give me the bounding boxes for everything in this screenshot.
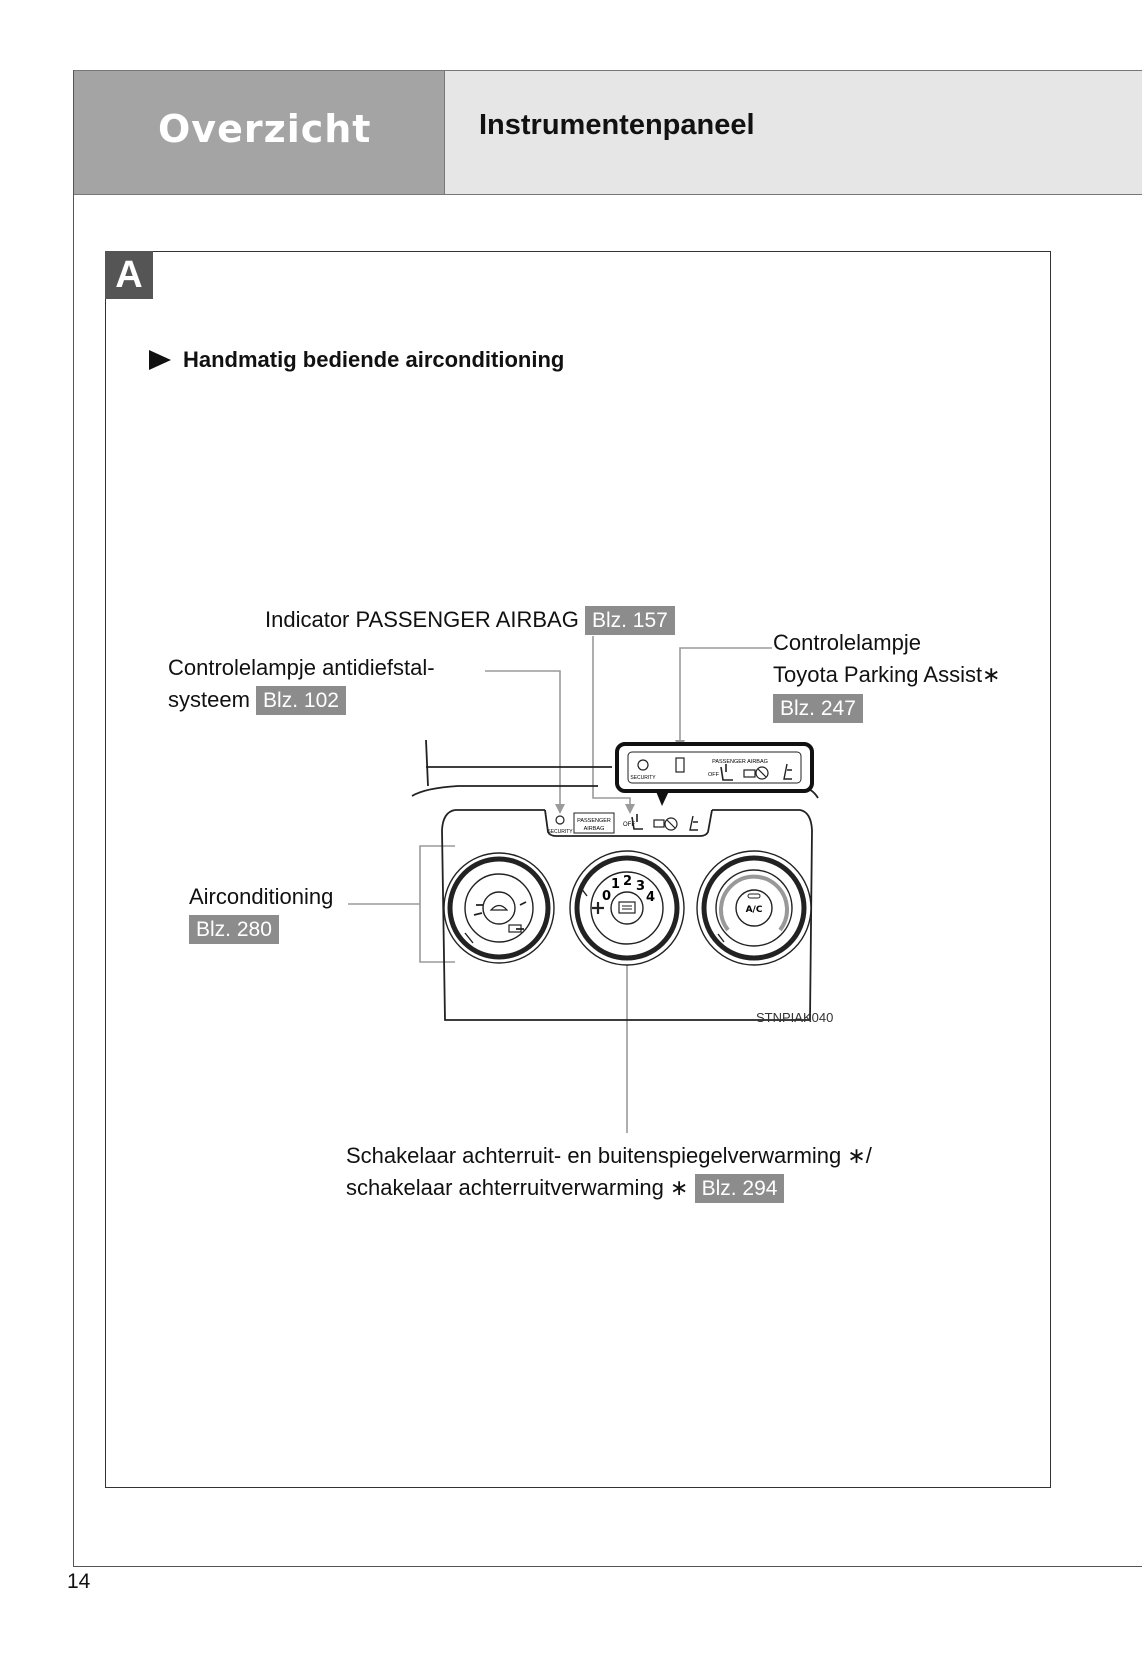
temperature-knob: A/C — [696, 850, 812, 966]
fan-speed-1: 1 — [611, 877, 620, 892]
temperature-scale-arc — [719, 874, 789, 932]
callout-security: Controlelampje antidiefstal- systeem Blz… — [168, 652, 435, 716]
callout-parking: Controlelampje Toyota Parking Assist∗ Bl… — [773, 627, 1001, 724]
airbag-indicator-box — [573, 812, 615, 834]
fan-speed-4: 4 — [646, 890, 655, 905]
airflow-mode-icons — [473, 901, 527, 930]
callout-parking-ref-row: Blz. 247 — [773, 692, 1001, 724]
airbag-small-label: AIRBAG — [584, 826, 605, 832]
page-ref-security[interactable]: Blz. 102 — [256, 686, 346, 715]
defrost-icon — [508, 924, 522, 933]
recirculation-icon — [489, 904, 509, 911]
callout-defogger: Schakelaar achterruit- en buitenspiegelv… — [346, 1140, 872, 1204]
callout-airbag-text: Indicator PASSENGER AIRBAG — [265, 607, 579, 632]
callout-parking-line1: Controlelampje — [773, 630, 921, 655]
callout-security-line2: systeem — [168, 687, 250, 712]
security-zoom-label: SECURITY — [630, 775, 656, 781]
off-small-label: OFF — [623, 822, 635, 828]
callout-security-line2-row: systeem Blz. 102 — [168, 684, 435, 716]
page-ref-parking[interactable]: Blz. 247 — [773, 694, 863, 723]
fan-speed-2: 2 — [623, 874, 632, 889]
section-title: Overzicht — [158, 107, 372, 151]
parking-off-zoom-icon — [755, 766, 769, 780]
security-indicator-zoom-icon — [637, 759, 649, 771]
header-divider — [444, 70, 445, 195]
lower-indicator-strip: SECURITY PASSENGER AIRBAG OFF — [547, 812, 698, 835]
callout-airbag: Indicator PASSENGER AIRBAG Blz. 157 — [265, 604, 675, 636]
rear-defogger-button-icon — [618, 901, 636, 914]
sensor-zoom-icon — [743, 769, 756, 778]
ac-button — [735, 889, 773, 927]
page-header: Instrumentenpaneel — [445, 70, 1142, 195]
fan-icon — [592, 902, 604, 914]
seatbelt-icon — [689, 815, 698, 831]
security-small-label: SECURITY — [547, 829, 573, 835]
page-ref-defogger[interactable]: Blz. 294 — [694, 1174, 785, 1203]
page-title: Instrumentenpaneel — [479, 109, 755, 141]
parking-assist-off-icon — [664, 817, 678, 831]
ac-label: A/C — [746, 905, 763, 915]
section-header: Overzicht — [74, 70, 444, 195]
callout-aircon-ref-row: Blz. 280 — [189, 913, 333, 945]
callout-defogger-line2: schakelaar achterruitverwarming ∗ — [346, 1175, 689, 1200]
panel-badge: A — [105, 251, 153, 299]
security-indicator-icon — [555, 815, 565, 825]
page-number: 14 — [67, 1570, 91, 1593]
mode-knob — [443, 852, 555, 964]
page-ref-aircon[interactable]: Blz. 280 — [189, 915, 279, 944]
callout-defogger-line2-row: schakelaar achterruitverwarming ∗ Blz. 2… — [346, 1172, 872, 1204]
indicator-zoom-box: SECURITY PASSENGER AIRBAG OFF — [615, 742, 814, 806]
off-zoom-label: OFF — [708, 772, 720, 778]
callout-aircon: Airconditioning Blz. 280 — [189, 881, 333, 945]
callout-defogger-line1: Schakelaar achterruit- en buitenspiegelv… — [346, 1143, 872, 1168]
callout-security-line1: Controlelampje antidiefstal- — [168, 655, 435, 680]
seat-airbag-zoom-icon — [720, 764, 733, 781]
fan-speed-3: 3 — [636, 879, 645, 894]
figure-code: STNPIAK040 — [756, 1010, 834, 1025]
seat-airbag-icon — [631, 814, 643, 830]
callout-parking-line2: Toyota Parking Assist∗ — [773, 662, 1001, 687]
parking-assist-sensor-icon — [653, 819, 665, 828]
page-ref-airbag[interactable]: Blz. 157 — [584, 606, 675, 635]
seatbelt-zoom-icon — [783, 763, 792, 780]
callout-aircon-text: Airconditioning — [189, 884, 334, 909]
leader-lines — [348, 636, 772, 1133]
fan-knob: 0 1 2 3 4 — [569, 850, 685, 966]
panel-subtitle: Handmatig bediende airconditioning — [183, 347, 565, 372]
page-frame-bottom — [73, 1566, 1142, 1567]
triangle-bullet-icon — [149, 350, 171, 370]
page-frame-left — [73, 70, 74, 1566]
content-panel — [105, 251, 1051, 1488]
passenger-small-label: PASSENGER — [577, 818, 611, 824]
parking-lamp-zoom-icon — [675, 757, 685, 773]
dashboard-outline — [411, 739, 819, 1021]
passenger-airbag-zoom-label: PASSENGER AIRBAG — [712, 759, 768, 765]
fan-speed-0: 0 — [602, 889, 611, 904]
